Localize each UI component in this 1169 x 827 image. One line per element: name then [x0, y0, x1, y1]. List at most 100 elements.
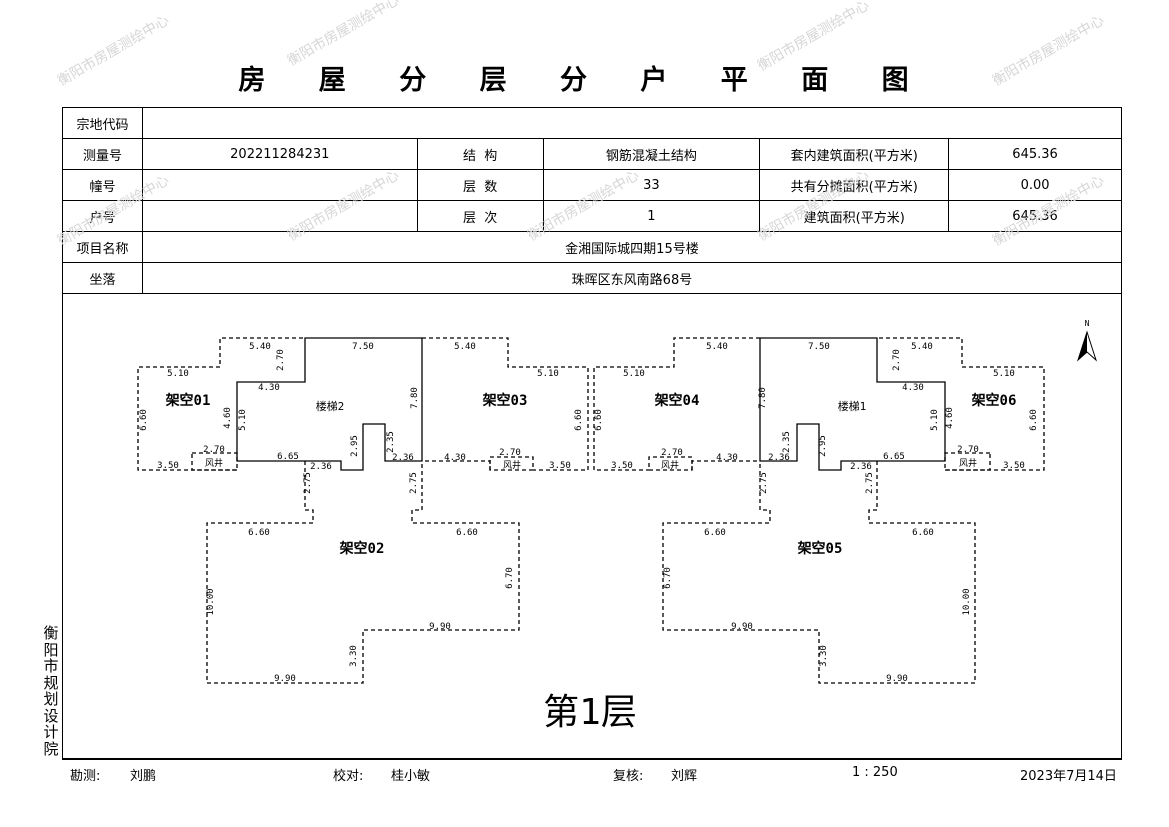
room-label: 架空04	[654, 392, 700, 409]
dimension-label: 5.10	[930, 409, 940, 431]
page-title: 房 屋 分 层 分 户 平 面 图	[238, 65, 931, 96]
scale: 1 : 250	[852, 765, 898, 780]
dimension-label: 9.90	[274, 674, 296, 684]
value: 1	[542, 200, 761, 232]
dimension-label: 5.40	[454, 342, 476, 352]
room-label: 架空06	[971, 392, 1017, 409]
dimension-label: 3.50	[157, 461, 179, 471]
dimension-label: 9.90	[886, 674, 908, 684]
value	[141, 200, 418, 232]
room-label: 楼梯1	[838, 399, 867, 413]
dimension-label: 6.70	[663, 567, 673, 589]
dimension-label: 2.70	[661, 448, 683, 458]
dimension-label: 6.60	[594, 409, 604, 431]
value: 钢筋混凝土结构	[542, 138, 761, 170]
open-area-outline	[206, 461, 520, 684]
surveyor-label: 勘测:	[70, 769, 101, 784]
dimension-label: 3.30	[349, 645, 359, 667]
value: 金湘国际城四期15号楼	[141, 231, 1123, 263]
dimension-label: 2.36	[850, 462, 872, 472]
date: 2023年7月14日	[1020, 769, 1117, 784]
dimension-label: 3.50	[1003, 461, 1025, 471]
checker-name: 桂小敏	[391, 769, 431, 784]
dimension-label: 6.60	[912, 528, 934, 538]
room-label: 架空03	[482, 392, 528, 409]
dimension-label: 10.00	[206, 588, 216, 615]
room-label: 架空01	[165, 392, 211, 409]
dimension-label: 5.10	[623, 369, 645, 379]
dimension-label: 10.00	[962, 588, 972, 615]
stair-outline	[236, 337, 423, 471]
label: 户号	[62, 200, 143, 232]
dimension-label: 5.40	[706, 342, 728, 352]
dimension-label: 7.50	[808, 342, 830, 352]
dimension-label: 4.30	[716, 453, 738, 463]
dimension-label: 2.36	[310, 462, 332, 472]
dimension-label: 6.60	[248, 528, 270, 538]
dimension-label: 6.60	[139, 409, 149, 431]
dimension-label: 2.70	[892, 349, 902, 371]
dimension-label: 5.10	[537, 369, 559, 379]
dimension-label: 2.75	[303, 472, 313, 494]
dimension-label: 6.70	[505, 567, 515, 589]
dimension-label: 7.80	[758, 387, 768, 409]
dimension-label: 2.35	[782, 431, 792, 453]
dimension-label: 2.95	[818, 435, 828, 457]
dimension-label: 6.65	[277, 452, 299, 462]
shaft-label: 风井	[205, 457, 223, 469]
label: 测量号	[62, 138, 143, 170]
dimension-label: 2.75	[865, 472, 875, 494]
dimension-label: 2.70	[276, 349, 286, 371]
dimension-label: 2.75	[409, 472, 419, 494]
shaft-label: 风井	[503, 459, 521, 471]
shaft-label: 风井	[959, 457, 977, 469]
room-label: 楼梯2	[316, 399, 345, 413]
value: 645.36	[948, 138, 1122, 170]
north-label: N	[1085, 319, 1090, 328]
label: 层 次	[416, 200, 544, 232]
reviewer-name: 刘辉	[671, 769, 698, 784]
dimension-label: 6.60	[456, 528, 478, 538]
dimension-label: 2.70	[499, 448, 521, 458]
label: 坐落	[62, 262, 143, 294]
dimension-label: 5.40	[249, 342, 271, 352]
checker-label: 校对:	[333, 769, 364, 784]
value: 645.36	[948, 200, 1122, 232]
dimension-label: 5.10	[167, 369, 189, 379]
floor-label: 第1层	[543, 692, 637, 733]
dimension-label: 4.30	[444, 453, 466, 463]
dimension-label: 7.80	[410, 387, 420, 409]
label: 幢号	[62, 169, 143, 201]
label: 结 构	[416, 138, 544, 170]
reviewer-label: 复核:	[613, 769, 644, 784]
dimension-label: 4.30	[258, 383, 280, 393]
label: 层 数	[416, 169, 544, 201]
dimension-label: 5.40	[911, 342, 933, 352]
label: 共有分摊面积(平方米)	[759, 169, 950, 201]
dimension-label: 2.70	[957, 445, 979, 455]
dimension-label: 2.35	[386, 431, 396, 453]
north-arrow-icon: N	[1076, 319, 1098, 362]
dimension-label: 6.65	[883, 452, 905, 462]
dimension-label: 2.75	[759, 472, 769, 494]
dimension-label: 3.50	[549, 461, 571, 471]
dimension-label: 7.50	[352, 342, 374, 352]
dimension-label: 3.30	[819, 645, 829, 667]
dimension-label: 6.60	[1029, 409, 1039, 431]
dimension-label: 4.60	[223, 407, 233, 429]
side-organization: 衡阳市规划设计院	[43, 624, 59, 758]
room-label: 架空05	[797, 540, 843, 557]
dimension-label: 6.60	[574, 409, 584, 431]
dimension-label: 2.95	[350, 435, 360, 457]
dimension-label: 4.30	[902, 383, 924, 393]
surveyor-name: 刘鹏	[130, 769, 157, 784]
dimension-label: 2.36	[392, 453, 414, 463]
shaft-label: 风井	[661, 459, 679, 471]
value: 珠晖区东风南路68号	[141, 262, 1123, 294]
dimension-label: 5.10	[238, 409, 248, 431]
dimension-label: 6.60	[704, 528, 726, 538]
dimension-label: 5.10	[993, 369, 1015, 379]
